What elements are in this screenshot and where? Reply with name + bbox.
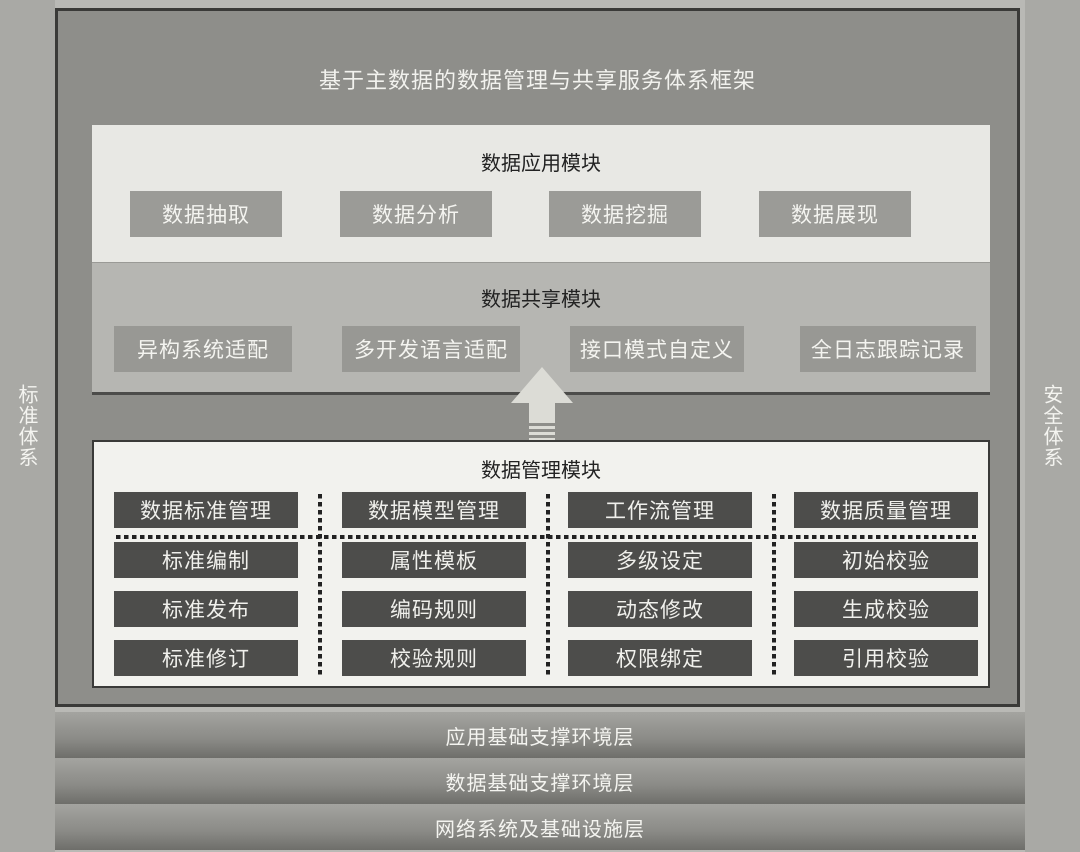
mgmt-cell: 多级设定 [568,542,752,578]
standards-system-pillar: 标准体系 [0,0,55,852]
share-item-full-log-tracking: 全日志跟踪记录 [800,326,976,372]
mgmt-cell: 动态修改 [568,591,752,627]
mgmt-cell: 生成校验 [794,591,978,627]
mgmt-cell: 编码规则 [342,591,526,627]
security-system-pillar: 安全体系 [1025,0,1080,852]
data-management-module: 数据管理模块 数据标准管理 标准编制 标准发布 标准修订 数据模型管理 属性模板… [92,440,990,688]
app-item-extraction: 数据抽取 [130,191,282,237]
application-module-title: 数据应用模块 [481,151,601,175]
vertical-dotted-divider [772,494,776,676]
mgmt-cell: 校验规则 [342,640,526,676]
layer-application-support: 应用基础支撑环境层 [55,712,1025,758]
mgmt-header-workflow: 工作流管理 [568,492,752,528]
mgmt-cell: 标准修订 [114,640,298,676]
up-arrow-icon [509,365,575,441]
mgmt-header-data-standards: 数据标准管理 [114,492,298,528]
app-item-presentation: 数据展现 [759,191,911,237]
sharing-module-title: 数据共享模块 [481,287,601,311]
vertical-dotted-divider [546,494,550,676]
layer-network-infrastructure: 网络系统及基础设施层 [55,804,1025,850]
layer-data-support: 数据基础支撑环境层 [55,758,1025,804]
share-item-heterogeneous-adapter: 异构系统适配 [114,326,292,372]
app-item-mining: 数据挖掘 [549,191,701,237]
mgmt-header-data-models: 数据模型管理 [342,492,526,528]
app-item-analysis: 数据分析 [340,191,492,237]
mgmt-cell: 引用校验 [794,640,978,676]
mgmt-cell: 标准发布 [114,591,298,627]
management-module-title: 数据管理模块 [481,458,601,482]
standards-system-label: 标准体系 [15,384,39,468]
share-item-interface-custom: 接口模式自定义 [570,326,744,372]
framework-title: 基于主数据的数据管理与共享服务体系框架 [318,69,756,94]
security-system-label: 安全体系 [1040,384,1064,468]
mgmt-cell: 初始校验 [794,542,978,578]
mgmt-cell: 属性模板 [342,542,526,578]
mgmt-cell: 权限绑定 [568,640,752,676]
mgmt-cell: 标准编制 [114,542,298,578]
mgmt-header-data-quality: 数据质量管理 [794,492,978,528]
share-item-multilanguage-adapter: 多开发语言适配 [342,326,520,372]
data-application-module: 数据应用模块 数据抽取 数据分析 数据挖掘 数据展现 [92,125,990,262]
vertical-dotted-divider [318,494,322,676]
